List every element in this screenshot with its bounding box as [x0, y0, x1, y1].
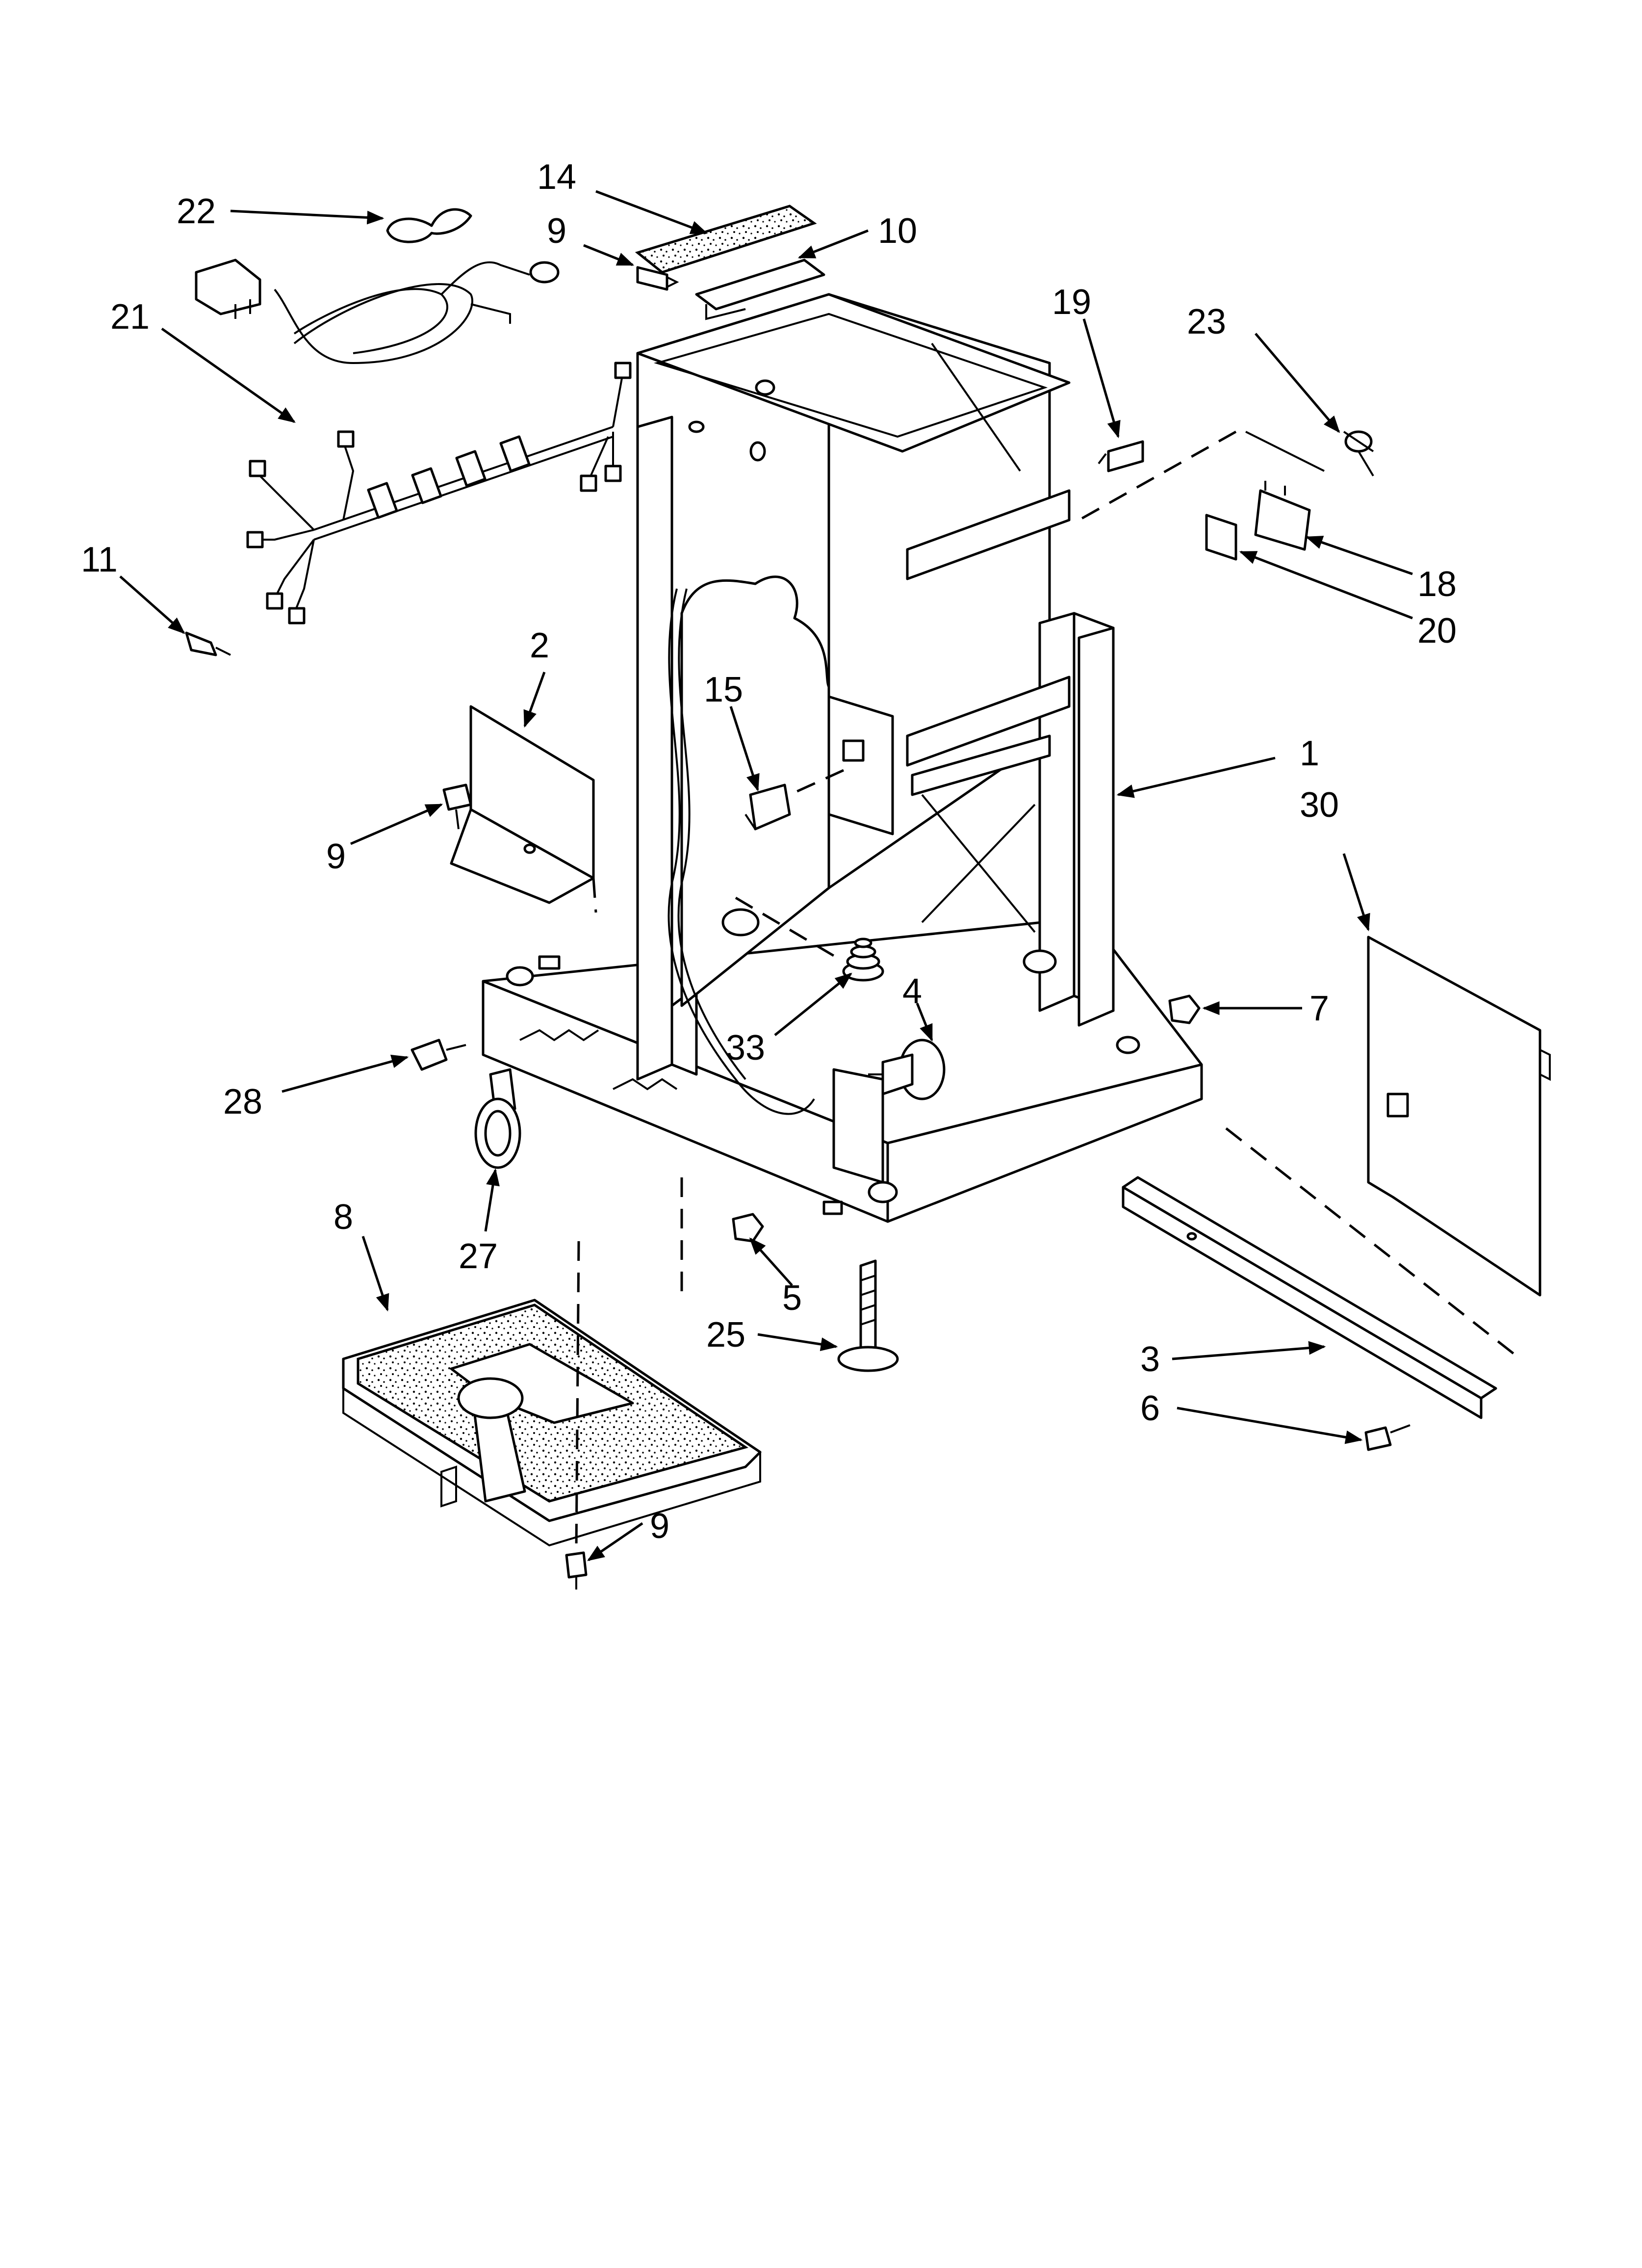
part-grommet-22 — [386, 208, 472, 243]
cabinet-frame — [482, 293, 1203, 1223]
callout-19: 19 — [1052, 283, 1091, 322]
callout-9-top: 9 — [547, 211, 566, 251]
part-leveling-leg-25 — [837, 1259, 899, 1372]
part-screw-top — [636, 266, 679, 291]
callout-18: 18 — [1417, 565, 1457, 604]
callout-11: 11 — [81, 540, 118, 579]
callout-8: 8 — [334, 1198, 353, 1237]
leader-lines — [119, 190, 1413, 1562]
part-screw-19 — [1098, 440, 1144, 472]
callout-10: 10 — [878, 211, 917, 251]
part-switch-18 — [1245, 431, 1325, 551]
part-spring-33 — [842, 938, 884, 982]
part-power-cord — [195, 259, 560, 365]
part-caster-27 — [474, 1068, 521, 1169]
callout-labels: 22 14 9 10 19 23 21 11 18 20 2 15 9 1 30… — [81, 157, 1457, 1546]
part-top-bracket — [695, 259, 825, 320]
callout-6: 6 — [1140, 1389, 1160, 1428]
callout-3: 3 — [1140, 1340, 1160, 1379]
callout-5: 5 — [782, 1278, 802, 1318]
part-screw-6 — [1364, 1424, 1411, 1451]
callout-21: 21 — [110, 297, 150, 337]
callout-30: 30 — [1300, 785, 1339, 825]
part-foam-strip — [635, 205, 817, 274]
part-nut-7 — [1168, 994, 1201, 1024]
callout-9-bottom: 9 — [650, 1507, 669, 1546]
alignment-lines — [575, 430, 1521, 1551]
part-screw-bottom — [565, 1551, 588, 1590]
callout-28: 28 — [223, 1082, 262, 1121]
callout-22: 22 — [177, 192, 216, 231]
part-shield-2 — [450, 705, 595, 904]
callout-33: 33 — [726, 1028, 765, 1068]
part-plug-15 — [744, 783, 791, 831]
callout-1: 1 — [1300, 734, 1319, 773]
callout-9-left: 9 — [326, 837, 346, 876]
part-wire-harness — [246, 362, 632, 625]
part-thermostat-23 — [1343, 430, 1374, 477]
callout-20: 20 — [1417, 611, 1457, 651]
part-screw-11 — [185, 631, 231, 656]
callout-27: 27 — [459, 1237, 498, 1276]
part-bracket-20 — [1205, 514, 1237, 561]
callout-23: 23 — [1187, 302, 1226, 341]
callout-14: 14 — [537, 157, 576, 197]
part-screw-28 — [410, 1039, 466, 1071]
callout-7: 7 — [1309, 989, 1329, 1028]
part-screw-left — [442, 783, 472, 830]
part-rail-3 — [1122, 1176, 1497, 1419]
part-rear-panel-30 — [1367, 936, 1551, 1297]
callout-15: 15 — [704, 670, 743, 709]
callout-4: 4 — [902, 972, 922, 1011]
callout-25: 25 — [706, 1315, 745, 1355]
callout-2: 2 — [530, 626, 549, 665]
part-nut-5 — [732, 1213, 764, 1243]
part-base-pan-8 — [342, 1299, 762, 1547]
